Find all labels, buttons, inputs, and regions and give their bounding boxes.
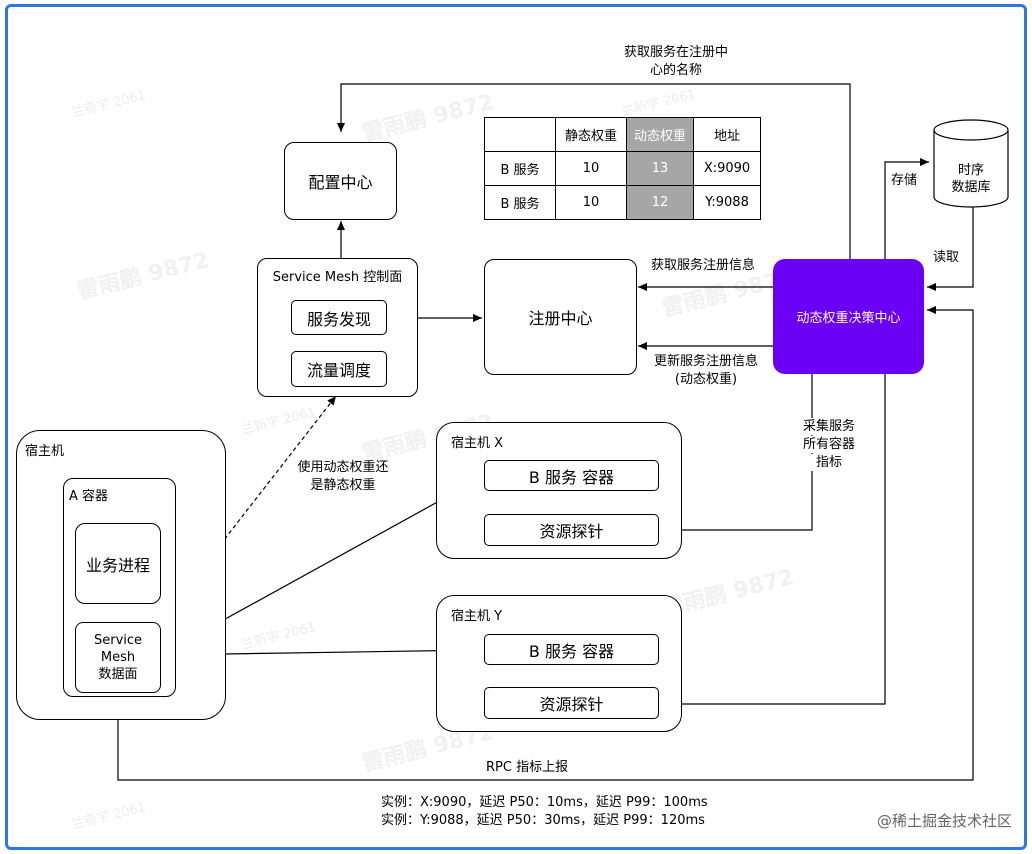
- decision-center-label: 动态权重决策中心: [796, 311, 901, 326]
- header-cell: 地址: [693, 117, 761, 152]
- label-use-weight-1: 使用动态权重还: [297, 460, 389, 475]
- credit-watermark: @稀土掘金技术社区: [876, 812, 1012, 830]
- table-cell: 13: [626, 151, 694, 186]
- label-update-reg-2: (动态权重): [674, 372, 738, 387]
- table-cell: 10: [555, 151, 627, 186]
- label-use-weight-2: 是静态权重: [310, 478, 376, 493]
- business-process-label: 业务进程: [85, 555, 150, 575]
- arrow-read: [927, 205, 974, 291]
- tsdb-label-2: 数据库: [951, 180, 991, 195]
- table-cell: B 服务: [484, 185, 556, 220]
- business-process: 业务进程: [75, 523, 161, 604]
- label-rpc-report: RPC 指标上报: [486, 760, 569, 775]
- label-update-reg-1: 更新服务注册信息: [653, 354, 758, 369]
- label-get-reg-info: 获取服务注册信息: [651, 258, 756, 273]
- registry-label: 注册中心: [528, 309, 593, 328]
- table-cell: B 服务: [484, 151, 556, 186]
- header-cell: 动态权重: [626, 117, 694, 152]
- label-collect-2: 所有容器: [797, 436, 861, 453]
- weight-table-row: B 服务 10 13 X:9090: [484, 151, 761, 186]
- arrow-mesh-to-control: [159, 395, 337, 623]
- label-collect-1: 采集服务: [797, 418, 861, 435]
- host-y-title: 宿主机 Y: [451, 609, 503, 624]
- label-get-name-2: 心的名称: [649, 63, 702, 78]
- arrow-collect-y: [663, 374, 886, 708]
- control-plane-title: Service Mesh 控制面: [272, 270, 403, 285]
- data-plane-line-2: Mesh: [100, 650, 136, 665]
- label-collect-3: 指标: [797, 454, 861, 471]
- label-store: 存储: [891, 173, 918, 188]
- b-service-y-label: B 服务 容器: [528, 641, 615, 661]
- table-cell: Y:9088: [693, 185, 761, 220]
- config-center: 配置中心: [284, 142, 397, 220]
- header-cell: 静态权重: [555, 117, 627, 152]
- probe-y-label: 资源探针: [539, 695, 604, 714]
- data-plane-line-1: Service: [93, 633, 143, 648]
- table-cell: X:9090: [693, 151, 761, 186]
- mesh-data-plane: Service Mesh 数据面: [75, 622, 161, 693]
- probe-x-label: 资源探针: [539, 522, 604, 541]
- arrow-collect-x: [663, 374, 813, 534]
- data-plane-line-3: 数据面: [98, 667, 138, 682]
- config-center-label: 配置中心: [308, 173, 373, 192]
- arrow-store: [884, 158, 929, 259]
- resource-probe-y: 资源探针: [484, 687, 659, 719]
- service-discovery: 服务发现: [291, 300, 387, 335]
- container-a-title: A 容器: [69, 489, 109, 504]
- traffic-scheduling-label: 流量调度: [306, 361, 371, 380]
- label-get-name-1: 获取服务在注册中: [623, 45, 728, 60]
- blue-frame: [5, 4, 1027, 850]
- table-cell: 10: [555, 185, 627, 220]
- tsdb-cylinder: [933, 119, 1009, 208]
- weight-table-row: B 服务 10 12 Y:9088: [484, 185, 761, 220]
- arrow-rpc-report: [117, 306, 974, 781]
- registry-center: 注册中心: [484, 259, 637, 375]
- arrow-get-name: [337, 83, 851, 259]
- label-read: 读取: [933, 250, 960, 265]
- b-service-x-label: B 服务 容器: [528, 467, 615, 487]
- label-instance-x: 实例：X:9090，延迟 P50：10ms，延迟 P99：100ms: [381, 795, 708, 810]
- weight-table-header: 静态权重 动态权重 地址: [484, 117, 761, 152]
- b-service-container-x: B 服务 容器: [484, 460, 659, 491]
- traffic-scheduling: 流量调度: [291, 351, 387, 387]
- dynamic-weight-decision-center: 动态权重决策中心: [773, 259, 924, 374]
- weight-table: 静态权重 动态权重 地址 B 服务 10 13 X:9090 B 服务 10 1…: [484, 117, 761, 220]
- tsdb-label-1: 时序: [957, 163, 984, 178]
- service-discovery-label: 服务发现: [306, 309, 371, 329]
- table-cell: 12: [626, 185, 694, 220]
- host-x-title: 宿主机 X: [451, 436, 504, 451]
- label-instance-y: 实例：Y:9088，延迟 P50：30ms，延迟 P99：120ms: [381, 813, 705, 828]
- b-service-container-y: B 服务 容器: [484, 634, 659, 665]
- header-cell: [484, 117, 556, 152]
- host-left-title: 宿主机: [25, 444, 65, 459]
- resource-probe-x: 资源探针: [484, 514, 659, 546]
